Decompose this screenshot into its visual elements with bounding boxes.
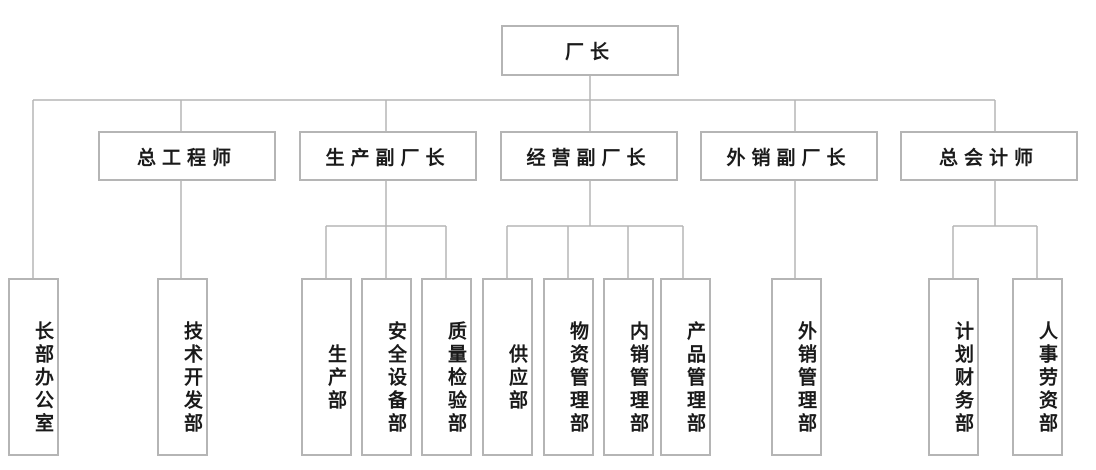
supply-dept-label: 供应部	[506, 343, 528, 413]
production-deputy-label: 生产副厂长	[325, 146, 451, 169]
safety-equipment-dept-label: 安全设备部	[385, 320, 407, 436]
export-deputy-label: 外销副厂长	[726, 146, 852, 169]
hr-dept-box: 人事劳资部	[1012, 278, 1063, 456]
hr-dept-label: 人事劳资部	[1036, 320, 1058, 436]
supply-dept-box: 供应部	[482, 278, 533, 456]
tech-dev-dept-box: 技术开发部	[157, 278, 208, 456]
product-mgmt-dept-box: 产品管理部	[660, 278, 711, 456]
quality-inspection-dept-box: 质量检验部	[421, 278, 472, 456]
export-deputy-box: 外销副厂长	[700, 131, 878, 181]
production-deputy-box: 生产副厂长	[299, 131, 477, 181]
quality-inspection-dept-label: 质量检验部	[445, 320, 467, 436]
operations-deputy-label: 经营副厂长	[526, 146, 652, 169]
chief-engineer-label: 总工程师	[136, 146, 237, 169]
materials-mgmt-dept-box: 物资管理部	[543, 278, 594, 456]
operations-deputy-box: 经营副厂长	[500, 131, 678, 181]
finance-dept-box: 计划财务部	[928, 278, 979, 456]
chief-accountant-label: 总会计师	[938, 146, 1039, 169]
director-label: 厂长	[564, 41, 615, 63]
production-dept-label: 生产部	[325, 343, 347, 413]
domestic-sales-dept-box: 内销管理部	[603, 278, 654, 456]
finance-dept-label: 计划财务部	[952, 320, 974, 436]
production-dept-box: 生产部	[301, 278, 352, 456]
materials-mgmt-dept-label: 物资管理部	[567, 320, 589, 436]
chief-engineer-box: 总工程师	[98, 131, 276, 181]
safety-equipment-dept-box: 安全设备部	[361, 278, 412, 456]
director-office-box: 长部办公室	[8, 278, 59, 456]
director-box: 厂长	[501, 25, 679, 76]
tech-dev-dept-label: 技术开发部	[181, 320, 203, 436]
export-mgmt-dept-label: 外销管理部	[795, 320, 817, 436]
domestic-sales-dept-label: 内销管理部	[627, 320, 649, 436]
chief-accountant-box: 总会计师	[900, 131, 1078, 181]
director-office-label: 长部办公室	[32, 320, 54, 436]
product-mgmt-dept-label: 产品管理部	[684, 320, 706, 436]
export-mgmt-dept-box: 外销管理部	[771, 278, 822, 456]
